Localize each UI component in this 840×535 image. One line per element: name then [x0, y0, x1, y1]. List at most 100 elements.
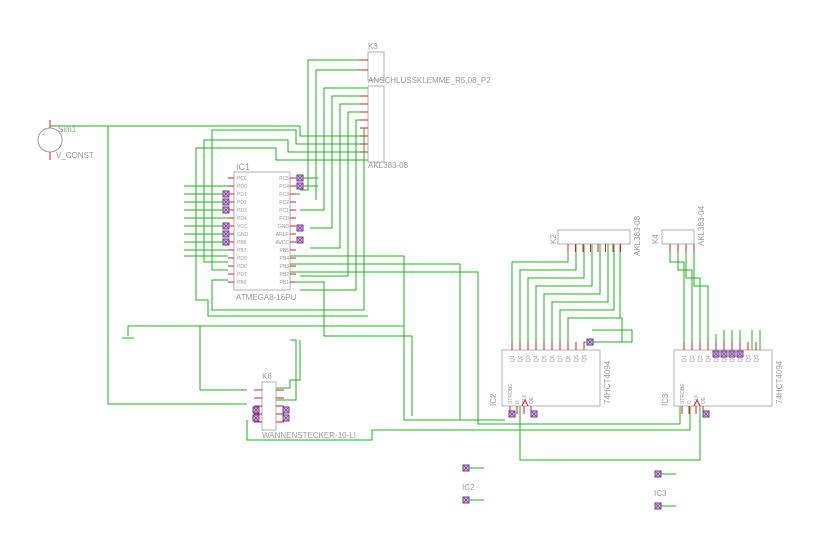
- ic3-pin-label: QS: [746, 354, 752, 362]
- ic3-pin-label: Q1: [682, 355, 688, 362]
- k3-name: K3: [368, 42, 378, 51]
- ic2-pin-label: OE: [529, 396, 535, 404]
- ic2-pin-label: D: [515, 400, 521, 404]
- ic2-pin-label: CLK: [522, 394, 528, 404]
- sim1-value: V_CONST: [56, 151, 94, 160]
- ic2-pin-label: Q6: [550, 355, 556, 362]
- ic1-pin-label: PB5: [280, 248, 290, 254]
- ic3-pin-label: Q3: [698, 355, 704, 362]
- ic1-pin-label: PC4: [279, 184, 289, 190]
- ic3-name: IC3: [661, 393, 670, 406]
- ic1-pin-label: PB3: [280, 264, 290, 270]
- ic3-body: [673, 349, 773, 407]
- ic1-pin-label: GND: [278, 224, 290, 230]
- no-connect-marker: [222, 198, 230, 206]
- ic1-value: ATMEGA8-16PU: [236, 293, 297, 302]
- no-connect-markers: [222, 174, 744, 510]
- k4-connector[interactable]: K4 AKL383-04: [651, 205, 706, 252]
- no-connect-marker: [720, 350, 728, 358]
- k6-name: K6: [262, 372, 272, 381]
- ic1-pin-label: PB4: [280, 256, 290, 262]
- ic2-pin-label: Q5: [542, 355, 548, 362]
- k6-header[interactable]: K6 WANNENSTECKER-10-LI: [254, 372, 356, 440]
- no-connect-marker: [530, 410, 538, 418]
- ic1-pin-label: PC1: [279, 208, 289, 214]
- ic1-pin-label: PD6: [237, 264, 247, 270]
- sim1-source[interactable]: + Sim1 V_CONST: [37, 120, 94, 160]
- ic2-name: IC2: [489, 393, 498, 406]
- no-connect-marker: [222, 222, 230, 230]
- k6-body: [261, 381, 277, 431]
- ic3-pin-label: Q2: [690, 355, 696, 362]
- ic2-value: 74HCT4094: [603, 360, 612, 404]
- ic1-pin-label: PB0: [237, 280, 247, 286]
- ic2-pin-label: QS: [574, 354, 580, 362]
- ic1-left-pins: PC6PD0PD1PD2PD3PD4VCCGNDPB6PB7PD5PD6PD7P…: [228, 176, 249, 286]
- ic3-pin-label: D: [687, 400, 693, 404]
- ic1-right-pins: PC5PC4PC3PC2PC1PC0GNDAREFAVCCPB5PB4PB3PB…: [275, 176, 296, 286]
- wires: [50, 59, 761, 507]
- k3-value: ANSCHLUSSKLEMME_R5,08_P2: [368, 76, 491, 85]
- k2-connector[interactable]: K2 AKL383-08: [549, 215, 642, 256]
- akl-top-body: [367, 85, 385, 163]
- ic2-pin-label: QS: [582, 354, 588, 362]
- no-connect-marker: [296, 182, 304, 190]
- no-connect-marker: [252, 406, 260, 414]
- k4-value: AKL383-04: [697, 205, 706, 246]
- ic1-pin-label: PC3: [279, 192, 289, 198]
- ic1-pin-label: PD3: [237, 208, 247, 214]
- ic1-pin-label: PD0: [237, 184, 247, 190]
- ic3-supply-label: IC3: [654, 489, 667, 498]
- ic3-value: 74HCT4094: [775, 360, 784, 404]
- no-connect-marker: [296, 224, 304, 232]
- no-connect-marker: [462, 464, 470, 472]
- no-connect-marker: [654, 470, 662, 478]
- ic1-pin-label: PB1: [280, 280, 290, 286]
- ic1-pin-label: PD2: [237, 200, 247, 206]
- clock-triangle-icon: [521, 398, 529, 407]
- sim1-name: Sim1: [58, 125, 77, 134]
- ic1-pin-label: PB7: [237, 248, 247, 254]
- ic3-pin-label: Q4: [706, 355, 712, 362]
- no-connect-marker: [222, 238, 230, 246]
- ic3-pin-label: CLK: [694, 394, 700, 404]
- no-connect-marker: [282, 406, 290, 414]
- ic1-pin-label: AREF: [276, 232, 289, 238]
- ic1-pin-label: PD1: [237, 192, 247, 198]
- ic1-name: IC1: [236, 162, 250, 172]
- clock-triangle-icon: [693, 398, 701, 407]
- no-connect-marker: [462, 496, 470, 504]
- no-connect-marker: [222, 206, 230, 214]
- akl-top-connector[interactable]: AKL383-08: [360, 85, 409, 170]
- ic3-pin-label: Q7: [730, 355, 736, 362]
- k3-connector[interactable]: K3 ANSCHLUSSKLEMME_R5,08_P2: [358, 42, 491, 85]
- no-connect-marker: [654, 502, 662, 510]
- ic1-microcontroller[interactable]: IC1 ATMEGA8-16PU PC6PD0PD1PD2PD3PD4VCCGN…: [228, 162, 297, 302]
- ic2-pin-label: STROBE: [508, 383, 514, 404]
- k2-body: [557, 229, 631, 245]
- ic2-body: [501, 349, 601, 407]
- k2-name: K2: [549, 234, 558, 244]
- ic2-supply-label: IC2: [462, 483, 475, 492]
- ic1-pin-label: GND: [237, 232, 249, 238]
- ic3-pin-label: Q8: [738, 355, 744, 362]
- ic2-pin-label: Q3: [526, 355, 532, 362]
- ic1-pin-label: PB6: [237, 240, 247, 246]
- ic1-pin-label: AVCC: [275, 240, 289, 246]
- k4-name: K4: [651, 234, 660, 244]
- no-connect-marker: [736, 350, 744, 358]
- ic1-pin-label: PC6: [237, 176, 247, 182]
- no-connect-marker: [296, 236, 304, 244]
- no-connect-marker: [222, 230, 230, 238]
- ic1-pin-label: VCC: [237, 224, 248, 230]
- ic3-pin-label: OE: [701, 396, 707, 404]
- ic1-pin-label: PC2: [279, 200, 289, 206]
- ic3-pin-label: Q5: [714, 355, 720, 362]
- no-connect-marker: [728, 350, 736, 358]
- no-connect-marker: [712, 350, 720, 358]
- ic2-pin-label: Q4: [534, 355, 540, 362]
